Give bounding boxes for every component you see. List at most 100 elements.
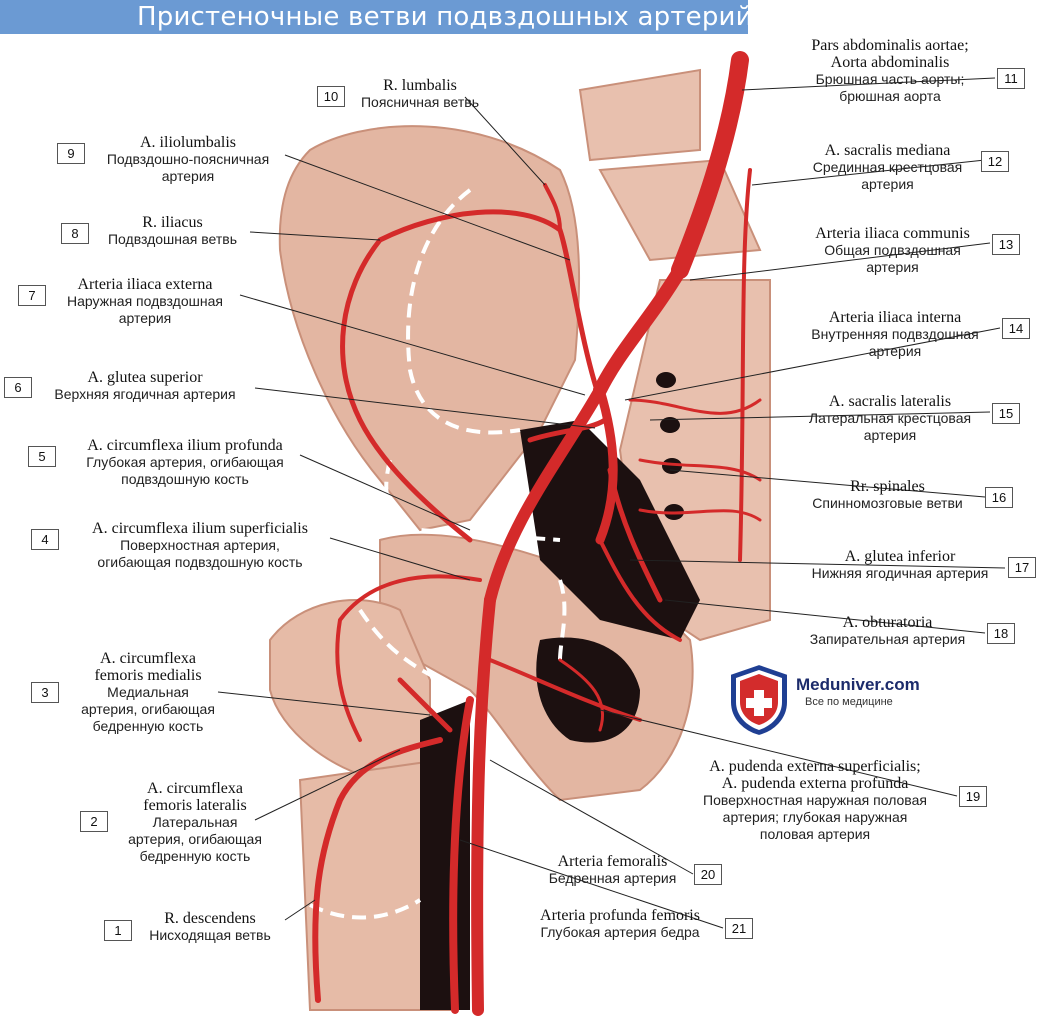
russian-name: артерия — [866, 259, 919, 275]
russian-name: подвздошную кость — [121, 471, 249, 487]
obturator-branches — [558, 658, 605, 732]
leader-lines — [217, 77, 1006, 929]
latin-name: Arteria femoralis — [557, 853, 668, 870]
label-12: A. sacralis mediana Срединная крестцовая… — [790, 142, 985, 193]
sacral-foramen — [660, 417, 680, 433]
russian-name: артерия — [863, 427, 917, 443]
latin-name: femoris lateralis — [143, 797, 247, 814]
russian-name: Бедренная артерия — [548, 870, 677, 886]
femur-head — [269, 599, 431, 782]
label-11: Pars abdominalis aortae; Aorta abdominal… — [790, 37, 990, 105]
number-box: 3 — [31, 682, 59, 703]
latin-name: R. iliacus — [142, 214, 203, 231]
iliolumbar — [340, 209, 603, 543]
number-box: 5 — [28, 446, 56, 467]
arteries — [312, 51, 762, 1016]
label-19: A. pudenda externa superficialis; A. pud… — [680, 758, 950, 843]
latin-name: A. circumflexa — [100, 650, 196, 667]
profunda-femoris — [449, 696, 474, 1014]
label-6: A. glutea superior Верхняя ягодичная арт… — [35, 369, 255, 403]
external-iliac — [484, 384, 606, 606]
label-14: Arteria iliaca interna Внутренняя подвзд… — [795, 309, 995, 360]
label-3: A. circumflexa femoris medialis Медиальн… — [68, 650, 228, 735]
russian-name: Общая подвздошная — [824, 242, 961, 258]
russian-name: Нисходящая ветвь — [149, 927, 271, 943]
number-box: 14 — [1002, 318, 1030, 339]
number-box: 1 — [104, 920, 132, 941]
number-box: 20 — [694, 864, 722, 885]
lateral-sacral-2 — [638, 458, 762, 482]
superficial-circumflex-iliac — [335, 574, 482, 742]
label-15: A. sacralis lateralis Латеральная крестц… — [790, 393, 990, 444]
latin-name: A. pudenda externa profunda — [721, 775, 909, 792]
latin-name: Pars abdominalis aortae; — [811, 37, 969, 54]
latin-name: femoris medialis — [94, 667, 202, 684]
number-box: 18 — [987, 623, 1015, 644]
russian-name: артерия, огибающая — [81, 701, 215, 717]
latin-name: A. sacralis lateralis — [828, 393, 952, 410]
latin-name: A. pudenda externa superficialis; — [709, 758, 921, 775]
russian-name: бедренную кость — [92, 718, 204, 734]
latin-name: R. lumbalis — [383, 77, 457, 94]
label-9: A. iliolumbalis Подвздошно-поясничная ар… — [88, 134, 288, 185]
russian-name: артерия — [161, 168, 215, 184]
latin-name: Arteria profunda femoris — [540, 907, 700, 924]
sacral-foramen — [656, 372, 676, 388]
latin-name: Arteria iliaca communis — [815, 225, 970, 242]
label-13: Arteria iliaca communis Общая подвздошна… — [795, 225, 990, 276]
russian-name: Поверхностная наружная половая — [703, 792, 927, 808]
latin-name: A. obturatoria — [842, 614, 933, 631]
latin-name: Arteria iliaca interna — [828, 309, 962, 326]
number-box: 8 — [61, 223, 89, 244]
label-17: A. glutea inferior Нижняя ягодичная арте… — [790, 548, 1010, 582]
circumflex-medial — [397, 677, 453, 733]
latin-name: A. glutea superior — [87, 369, 203, 386]
russian-name: Верхняя ягодичная артерия — [54, 386, 236, 402]
label-21: Arteria profunda femoris Глубокая артери… — [520, 907, 720, 941]
russian-name: артерия; глубокая наружная — [722, 809, 908, 825]
number-box: 17 — [1008, 557, 1036, 578]
label-7: Arteria iliaca externa Наружная подвздош… — [50, 276, 240, 327]
sacral-foramen — [662, 458, 682, 474]
number-box: 16 — [985, 487, 1013, 508]
russian-name: брюшная аорта — [839, 88, 941, 104]
latin-name: Arteria iliaca externa — [77, 276, 213, 293]
ilium-wing — [278, 125, 581, 532]
number-box: 12 — [981, 151, 1009, 172]
number-box: 4 — [31, 529, 59, 550]
latin-name: A. sacralis mediana — [824, 142, 951, 159]
lateral-sacral — [628, 398, 762, 415]
russian-name: огибающая подвздошную кость — [97, 554, 303, 570]
russian-name: Подвздошно-поясничная — [106, 151, 270, 167]
latin-name: R. descendens — [164, 910, 256, 927]
median-sacral — [738, 168, 752, 562]
lumbar-vertebra-1 — [578, 68, 701, 162]
number-box: 9 — [57, 143, 85, 164]
number-box: 10 — [317, 86, 345, 107]
russian-name: Брюшная часть аорты; — [815, 71, 965, 87]
russian-name: Латеральная — [152, 814, 238, 830]
russian-name: бедренную кость — [139, 848, 251, 864]
logo-name[interactable]: Meduniver.com — [796, 675, 920, 694]
russian-name: Глубокая артерия бедра — [540, 924, 700, 940]
number-box: 11 — [997, 68, 1025, 89]
circumflex-lateral — [312, 737, 443, 1003]
russian-name: Нижняя ягодичная артерия — [811, 565, 989, 581]
latin-name: A. circumflexa ilium superficialis — [92, 520, 308, 537]
meduniver-shield-icon — [729, 662, 789, 738]
russian-name: Запирательная артерия — [809, 631, 966, 647]
russian-name: Поясничная ветвь — [360, 94, 479, 110]
label-10: R. lumbalis Поясничная ветвь — [345, 77, 495, 111]
russian-name: половая артерия — [759, 826, 871, 842]
superior-gluteal — [527, 417, 608, 443]
logo-tagline: Все по медицине — [805, 696, 893, 708]
russian-name: артерия — [861, 176, 914, 192]
russian-name: Поверхностная артерия, — [120, 537, 280, 553]
latin-name: A. glutea inferior — [844, 548, 956, 565]
common-iliac — [593, 263, 687, 397]
label-18: A. obturatoria Запирательная артерия — [790, 614, 985, 648]
number-box: 19 — [959, 786, 987, 807]
number-box: 6 — [4, 377, 32, 398]
obturator-foramen — [536, 637, 640, 743]
